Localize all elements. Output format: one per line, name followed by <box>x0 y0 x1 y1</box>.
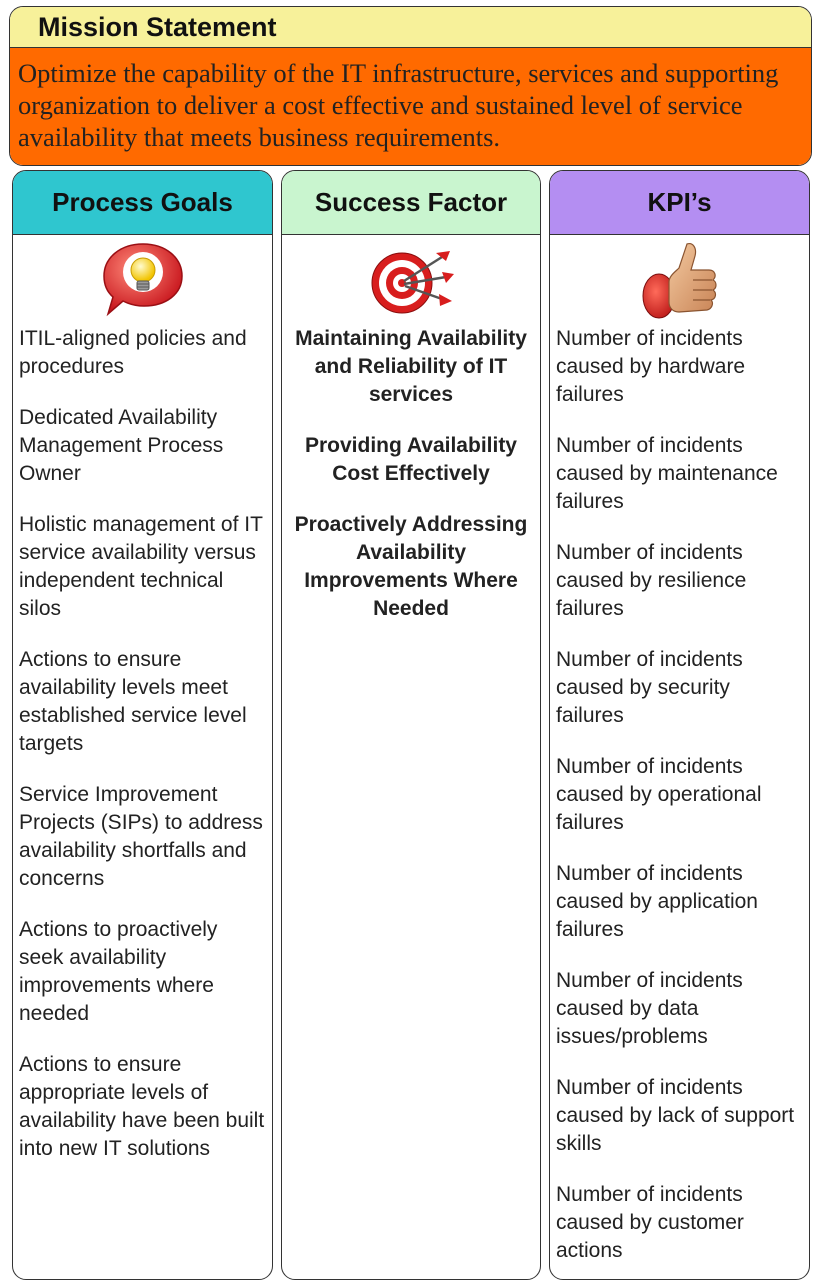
kpi-item: Number of incidents caused by security f… <box>556 648 743 727</box>
process-goal-item: Holistic management of IT service availa… <box>19 513 263 620</box>
target-with-darts-icon <box>282 235 540 325</box>
process-goals-list: ITIL-aligned policies and procedures Ded… <box>13 325 272 1163</box>
process-goals-header: Process Goals <box>13 171 272 235</box>
mission-statement-box: Mission Statement Optimize the capabilit… <box>9 6 812 166</box>
kpi-header: KPI’s <box>550 171 809 235</box>
process-goal-item: ITIL-aligned policies and procedures <box>19 327 247 378</box>
kpi-item: Number of incidents caused by lack of su… <box>556 1076 795 1155</box>
kpi-list: Number of incidents caused by hardware f… <box>550 325 809 1265</box>
process-goal-item: Actions to ensure appropriate levels of … <box>19 1053 265 1160</box>
lightbulb-speech-bubble-icon <box>13 235 272 325</box>
process-goal-item: Actions to ensure availability levels me… <box>19 648 247 755</box>
success-factor-item: Proactively Addressing Availability Impr… <box>294 513 528 620</box>
success-factor-item: Providing Availability Cost Effectively <box>305 434 517 485</box>
kpi-item: Number of incidents caused by hardware f… <box>556 327 746 406</box>
kpi-item: Number of incidents caused by data issue… <box>556 969 743 1048</box>
process-goal-item: Service Improvement Projects (SIPs) to a… <box>19 783 263 890</box>
kpi-item: Number of incidents caused by applicatio… <box>556 862 758 941</box>
process-goal-item: Dedicated Availability Management Proces… <box>19 406 224 485</box>
success-factor-list: Maintaining Availability and Reliability… <box>282 325 540 623</box>
kpi-item: Number of incidents caused by maintenanc… <box>556 434 778 513</box>
kpi-item: Number of incidents caused by operationa… <box>556 755 762 834</box>
kpi-column: KPI’s Number of incidents caused by hard… <box>549 170 810 1280</box>
mission-statement-title: Mission Statement <box>10 7 811 48</box>
process-goals-column: Process Goals ITIL-aligned policies and … <box>12 170 273 1280</box>
kpi-item: Number of incidents caused by resilience… <box>556 541 747 620</box>
success-factor-column: Success Factor Maintaining Availability … <box>281 170 541 1280</box>
mission-statement-body: Optimize the capability of the IT infras… <box>10 48 811 165</box>
thumbs-up-icon <box>550 235 809 325</box>
success-factor-header: Success Factor <box>282 171 540 235</box>
process-goal-item: Actions to proactively seek availability… <box>19 918 218 1025</box>
kpi-item: Number of incidents caused by customer a… <box>556 1183 744 1262</box>
success-factor-item: Maintaining Availability and Reliability… <box>295 327 527 406</box>
